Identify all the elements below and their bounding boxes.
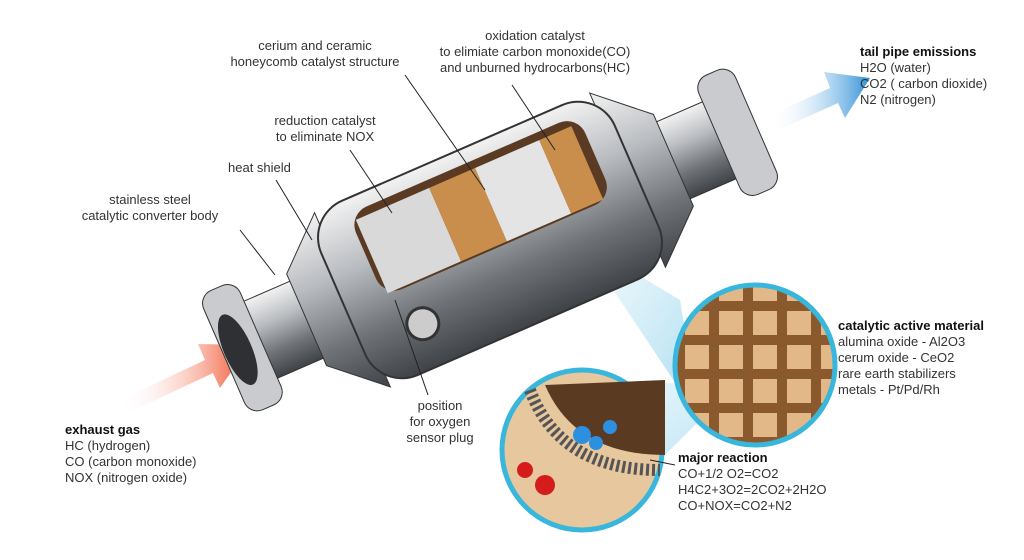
reaction-label: major reaction CO+1/2 O2=CO2 H4C2+3O2=2C… (678, 450, 827, 514)
label-line: stainless steel (109, 192, 191, 207)
label-line: for oxygen (409, 414, 471, 429)
label-title: major reaction (678, 450, 768, 465)
label-line: N2 (nitrogen) (860, 92, 936, 107)
active-material-label: catalytic active material alumina oxide … (838, 318, 984, 398)
heat-shield-label: heat shield (228, 160, 291, 176)
oxidation-label: oxidation catalyst to elimiate carbon mo… (430, 28, 640, 76)
reduction-catalyst (355, 187, 462, 294)
outlet-flange (697, 68, 778, 197)
label-line: CO+1/2 O2=CO2 (678, 466, 779, 481)
molecule-blue (573, 426, 591, 444)
sensor-label: position for oxygen sensor plug (395, 398, 485, 446)
label-line: CO (carbon monoxide) (65, 454, 197, 469)
label-line: sensor plug (406, 430, 474, 445)
honeycomb-zoom-circle (672, 282, 838, 448)
body-label: stainless steel catalytic converter body (70, 192, 230, 224)
label-line: oxidation catalyst (485, 28, 585, 43)
tail-pipe-label: tail pipe emissions H2O (water) CO2 ( ca… (860, 44, 987, 108)
label-line: HC (hydrogen) (65, 438, 151, 453)
label-line: heat shield (228, 160, 291, 175)
converter-body (202, 68, 778, 412)
label-line: to eliminate NOX (275, 129, 375, 144)
label-title: catalytic active material (838, 318, 984, 333)
label-line: cerum oxide - CeO2 (838, 350, 955, 365)
label-line: alumina oxide - Al2O3 (838, 334, 966, 349)
label-line: position (417, 398, 463, 413)
leader-lines (239, 74, 676, 466)
exhaust-label: exhaust gas HC (hydrogen) CO (carbon mon… (65, 422, 197, 486)
honeycomb-label: cerium and ceramic honeycomb catalyst st… (210, 38, 420, 70)
label-line: rare earth stabilizers (838, 366, 956, 381)
emission-outflow-arrow (770, 72, 870, 130)
label-line: cerium and ceramic (258, 38, 372, 53)
exhaust-inflow-arrow (120, 344, 250, 413)
label-line: CO+NOX=CO2+N2 (678, 498, 792, 513)
label-line: reduction catalyst (274, 113, 376, 128)
label-line: metals - Pt/Pd/Rh (838, 382, 940, 397)
label-line: honeycomb catalyst structure (230, 54, 400, 69)
label-line: to elimiate carbon monoxide(CO) (439, 44, 631, 59)
reduction-label: reduction catalyst to eliminate NOX (260, 113, 390, 145)
label-line: and unburned hydrocarbons(HC) (439, 60, 631, 75)
label-line: CO2 ( carbon dioxide) (860, 76, 988, 91)
molecule-red (517, 462, 533, 478)
label-title: exhaust gas (65, 422, 141, 437)
label-line: catalytic converter body (81, 208, 219, 223)
oxygen-sensor-plug (405, 306, 441, 342)
label-line: NOX (nitrogen oxide) (65, 470, 188, 485)
oxidation-catalyst (475, 140, 572, 242)
label-line: H4C2+3O2=2CO2+2H2O (678, 482, 827, 497)
ceramic-band (429, 167, 507, 262)
label-title: tail pipe emissions (860, 44, 977, 59)
label-line: H2O (water) (860, 60, 931, 75)
